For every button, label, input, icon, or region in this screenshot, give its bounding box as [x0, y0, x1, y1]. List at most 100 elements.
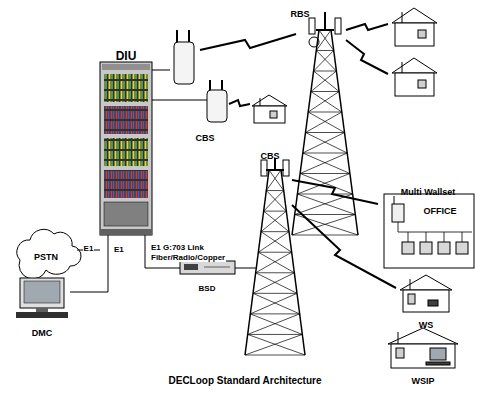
tower-strut — [308, 112, 342, 113]
tower-strut — [256, 272, 295, 273]
tower-strut — [266, 169, 284, 171]
tower-strut — [314, 51, 334, 72]
tower-strut — [269, 170, 284, 191]
tower-strut — [261, 232, 292, 253]
node-label: BSD — [199, 284, 216, 293]
tower-strut — [253, 273, 294, 294]
text-holder: OFFICE — [424, 200, 457, 218]
rbs-tower: RBS — [285, 2, 365, 237]
node-label: OFFICE — [424, 206, 457, 216]
tower-strut — [319, 30, 334, 51]
wsip-house: WSIP — [385, 325, 460, 383]
node-label: CBS — [195, 133, 214, 143]
text-holder: CBS — [260, 145, 279, 163]
tower-strut — [248, 314, 300, 335]
link-line — [235, 268, 240, 269]
tower-strut — [258, 252, 294, 273]
tower-strut — [314, 71, 340, 92]
node-label: Multi Wallset — [401, 187, 456, 197]
tower-strut — [316, 51, 336, 72]
dmc-console: DMC — [14, 275, 70, 335]
cbs-wall-units — [152, 30, 227, 122]
tower-strut — [250, 313, 299, 314]
pstn-cloud — [17, 229, 81, 279]
tower-strut — [306, 133, 348, 154]
tower-strut — [311, 71, 337, 92]
link-line — [152, 70, 170, 71]
dmc-monitor — [16, 278, 68, 318]
link-note: E1 — [113, 245, 125, 254]
text-holder: Fiber/Radio/Copper — [150, 246, 226, 264]
text-holder: BSD — [199, 277, 216, 295]
house — [392, 8, 437, 46]
tower-strut — [253, 293, 300, 314]
tower-strut — [300, 153, 347, 174]
text-holder: CBS — [195, 127, 214, 145]
tower-strut — [316, 29, 334, 31]
cbs-wall-unit: CBS — [170, 35, 240, 140]
node-label: WSIP — [411, 376, 434, 386]
tower-strut — [250, 314, 302, 335]
radio-link — [200, 24, 396, 288]
ws-house: WS — [398, 272, 454, 326]
text-holder: E1 — [83, 237, 95, 255]
tower-strut — [297, 174, 350, 195]
tower-lattice — [245, 30, 358, 355]
text-holder: Multi Wallset — [401, 181, 456, 199]
tower-strut — [266, 190, 283, 191]
ws-house — [400, 275, 452, 312]
text-holder: DECLoop Standard Architecture — [169, 370, 322, 388]
rbs-antennas — [309, 12, 341, 47]
tower-strut — [306, 132, 345, 133]
tower-strut — [316, 50, 333, 51]
node-label: WS — [419, 320, 434, 330]
tower-strut — [303, 133, 345, 154]
node-label: CBS — [260, 151, 279, 161]
tower-strut — [314, 71, 337, 72]
tower-strut — [306, 112, 342, 133]
tower-strut — [266, 191, 286, 212]
text-holder: WS — [419, 314, 434, 332]
text-holder: RBS — [290, 3, 309, 21]
house — [392, 58, 437, 96]
node-label: RBS — [290, 9, 309, 19]
tower-strut — [300, 173, 350, 174]
text-holder: DMC — [32, 322, 53, 340]
tower-strut — [250, 293, 297, 314]
tower-strut — [303, 153, 350, 174]
pstn-cloud: PSTN — [15, 228, 77, 272]
link-note: E1 G:703 Link — [150, 243, 205, 252]
tower-strut — [292, 215, 355, 236]
tower-strut — [264, 191, 284, 212]
diu-rack: DIU — [100, 45, 152, 235]
tower-strut — [311, 92, 342, 113]
tower-strut — [297, 194, 352, 195]
tower-strut — [248, 334, 305, 355]
text-holder: PSTN — [34, 246, 58, 264]
tower-strut — [256, 252, 292, 273]
text-holder: E1 — [113, 238, 125, 256]
diu-rack — [100, 62, 152, 235]
tower-strut — [303, 153, 347, 154]
tower-strut — [248, 334, 303, 335]
diagram-caption: DECLoop Standard Architecture — [169, 375, 322, 386]
tower-strut — [311, 91, 339, 92]
tower-strut — [316, 30, 331, 51]
text-holder: DIU — [116, 46, 137, 64]
office-building — [384, 194, 474, 268]
tower-strut — [258, 252, 291, 253]
link-note: Fiber/Radio/Copper — [150, 253, 226, 262]
node-label: DIU — [116, 49, 137, 63]
tower-strut — [256, 273, 297, 294]
bsd-device — [180, 261, 257, 274]
tower-strut — [264, 211, 287, 212]
cbs-tower: CBS — [240, 142, 310, 357]
text-holder: WSIP — [411, 370, 434, 388]
link-line — [70, 235, 108, 292]
tower-strut — [308, 92, 339, 113]
wsip-house — [388, 328, 458, 368]
node-label: PSTN — [34, 252, 58, 262]
